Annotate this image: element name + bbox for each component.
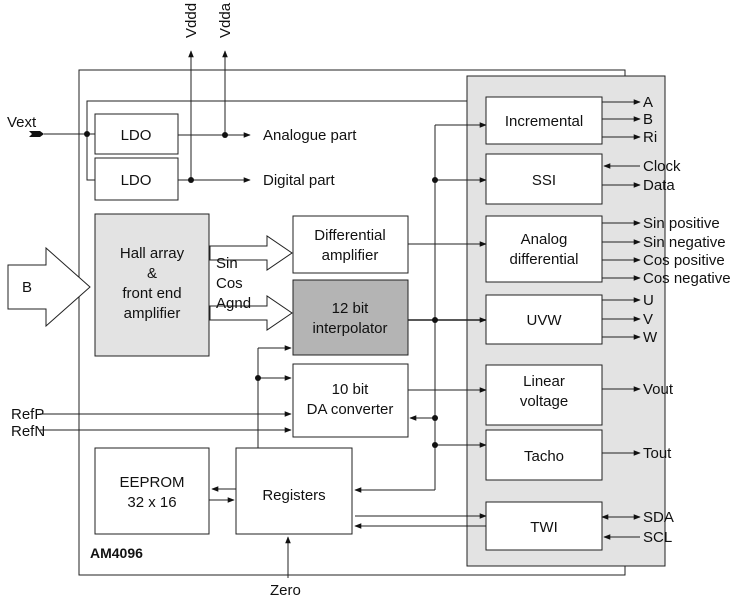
refp-label: RefP — [11, 406, 44, 423]
incremental-block — [485, 96, 603, 145]
chip-name-label: AM4096 — [90, 545, 143, 561]
dac-line-2: DA converter — [307, 401, 394, 418]
supply-lines — [188, 50, 228, 180]
out-cos-neg: Cos negative — [643, 270, 731, 287]
linear-line-2: voltage — [520, 393, 568, 410]
vext-connector-icon — [29, 131, 44, 137]
vdda-label: Vdda — [217, 2, 234, 38]
analog-diff-block — [485, 215, 603, 283]
ldo-bottom-block — [94, 157, 179, 201]
out-tout: Tout — [643, 445, 672, 462]
hall-array-block — [94, 213, 210, 357]
linear-line-1: Linear — [523, 373, 565, 390]
ldo-bottom-label: LDO — [121, 172, 152, 189]
out-a: A — [643, 94, 653, 111]
uvw-label: UVW — [527, 312, 563, 329]
diff-amp-block — [292, 215, 409, 274]
dac-line-1: 10 bit — [332, 381, 370, 398]
ldo-outputs — [178, 132, 251, 183]
interpolator-block — [292, 279, 409, 356]
out-data: Data — [643, 177, 675, 194]
interp-line-2: interpolator — [312, 320, 387, 337]
interp-line-1: 12 bit — [332, 300, 370, 317]
diff-amp-line-1: Differential — [314, 227, 385, 244]
out-sda: SDA — [643, 509, 674, 526]
b-field-arrow — [7, 246, 91, 328]
internal-wiring — [40, 122, 487, 578]
tacho-block — [485, 429, 603, 481]
hall-line-1: Hall array — [120, 245, 185, 262]
out-ri: Ri — [643, 129, 657, 146]
zero-label: Zero — [270, 582, 301, 599]
uvw-block — [485, 294, 603, 345]
out-b: B — [643, 111, 653, 128]
out-sin-neg: Sin negative — [643, 234, 726, 251]
out-v: V — [643, 311, 653, 328]
vext-label: Vext — [7, 114, 37, 131]
vddd-label: Vddd — [183, 3, 200, 38]
hall-line-2: & — [147, 265, 157, 282]
eeprom-block — [94, 447, 210, 535]
signal-bus-arrow-bottom — [209, 295, 293, 331]
registers-block — [235, 447, 353, 535]
refn-label: RefN — [11, 423, 45, 440]
output-pin-wiring — [601, 99, 641, 540]
out-vout: Vout — [643, 381, 674, 398]
tacho-label: Tacho — [524, 448, 564, 465]
out-cos-pos: Cos positive — [643, 252, 725, 269]
eeprom-line-2: 32 x 16 — [127, 494, 176, 511]
signal-bus-arrow-top — [209, 235, 293, 271]
registers-label: Registers — [262, 487, 325, 504]
digital-part-label: Digital part — [263, 172, 336, 189]
twi-block — [485, 501, 603, 551]
agnd-label: Agnd — [216, 295, 251, 312]
eeprom-line-1: EEPROM — [119, 474, 184, 491]
analogue-part-label: Analogue part — [263, 127, 357, 144]
twi-label: TWI — [530, 519, 558, 536]
out-w: W — [643, 329, 658, 346]
ldo-top-label: LDO — [121, 127, 152, 144]
out-scl: SCL — [643, 529, 672, 546]
linear-voltage-block — [485, 364, 603, 426]
ssi-label: SSI — [532, 172, 556, 189]
out-u: U — [643, 292, 654, 309]
ssi-block — [485, 153, 603, 205]
b-field-label: B — [22, 279, 32, 296]
diff-amp-line-2: amplifier — [322, 247, 379, 264]
hall-line-4: amplifier — [124, 305, 181, 322]
dac-block — [292, 363, 409, 438]
hall-line-3: front end — [122, 285, 181, 302]
ldo-top-block — [94, 113, 179, 155]
sin-label: Sin — [216, 255, 238, 272]
analog-diff-line-1: Analog — [521, 231, 568, 248]
incremental-label: Incremental — [505, 113, 583, 130]
out-sin-pos: Sin positive — [643, 215, 720, 232]
cos-label: Cos — [216, 275, 243, 292]
analog-diff-line-2: differential — [510, 251, 579, 268]
vext-wiring — [44, 100, 467, 181]
out-clock: Clock — [643, 158, 681, 175]
